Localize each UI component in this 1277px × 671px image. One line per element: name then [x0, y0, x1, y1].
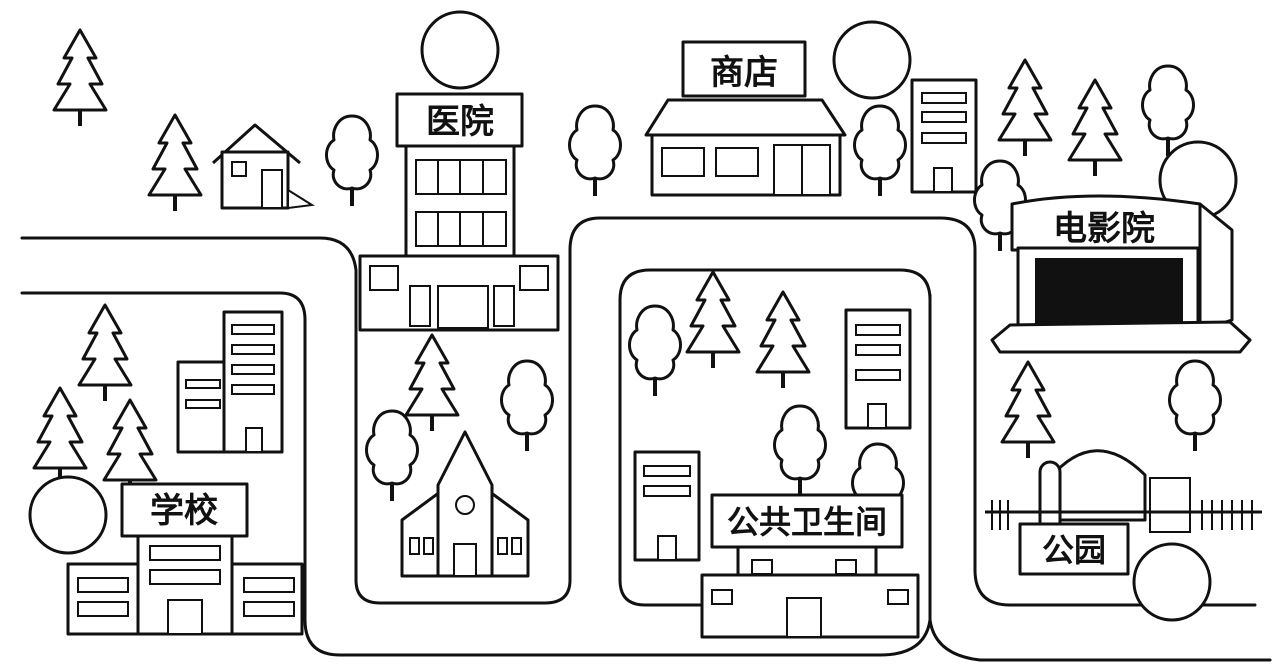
school-label: 学校	[150, 491, 218, 531]
hospital-label: 医院	[426, 102, 494, 142]
apartments-left	[176, 310, 284, 454]
house	[211, 123, 315, 210]
school-building: 学校	[28, 475, 304, 636]
hospital-building: 医院	[358, 10, 560, 332]
answer-circle[interactable]	[832, 20, 912, 100]
answer-circle[interactable]	[28, 475, 108, 555]
toilet-label: 公共卫生间	[727, 503, 887, 541]
church-building	[400, 430, 530, 578]
toilet-building: 公共卫生间	[700, 493, 920, 639]
office-building	[910, 78, 978, 194]
shop-label: 商店	[710, 53, 778, 93]
roads	[20, 216, 1272, 662]
answer-circle[interactable]	[1132, 542, 1212, 622]
cinema-building: 电影院	[990, 140, 1252, 354]
cinema-label: 电影院	[1053, 209, 1155, 249]
shop-building: 商店	[644, 20, 912, 197]
answer-circle[interactable]	[420, 10, 500, 90]
park-area: 公园	[985, 449, 1262, 622]
middle-buildings	[633, 308, 912, 562]
park-label: 公园	[1042, 531, 1106, 569]
